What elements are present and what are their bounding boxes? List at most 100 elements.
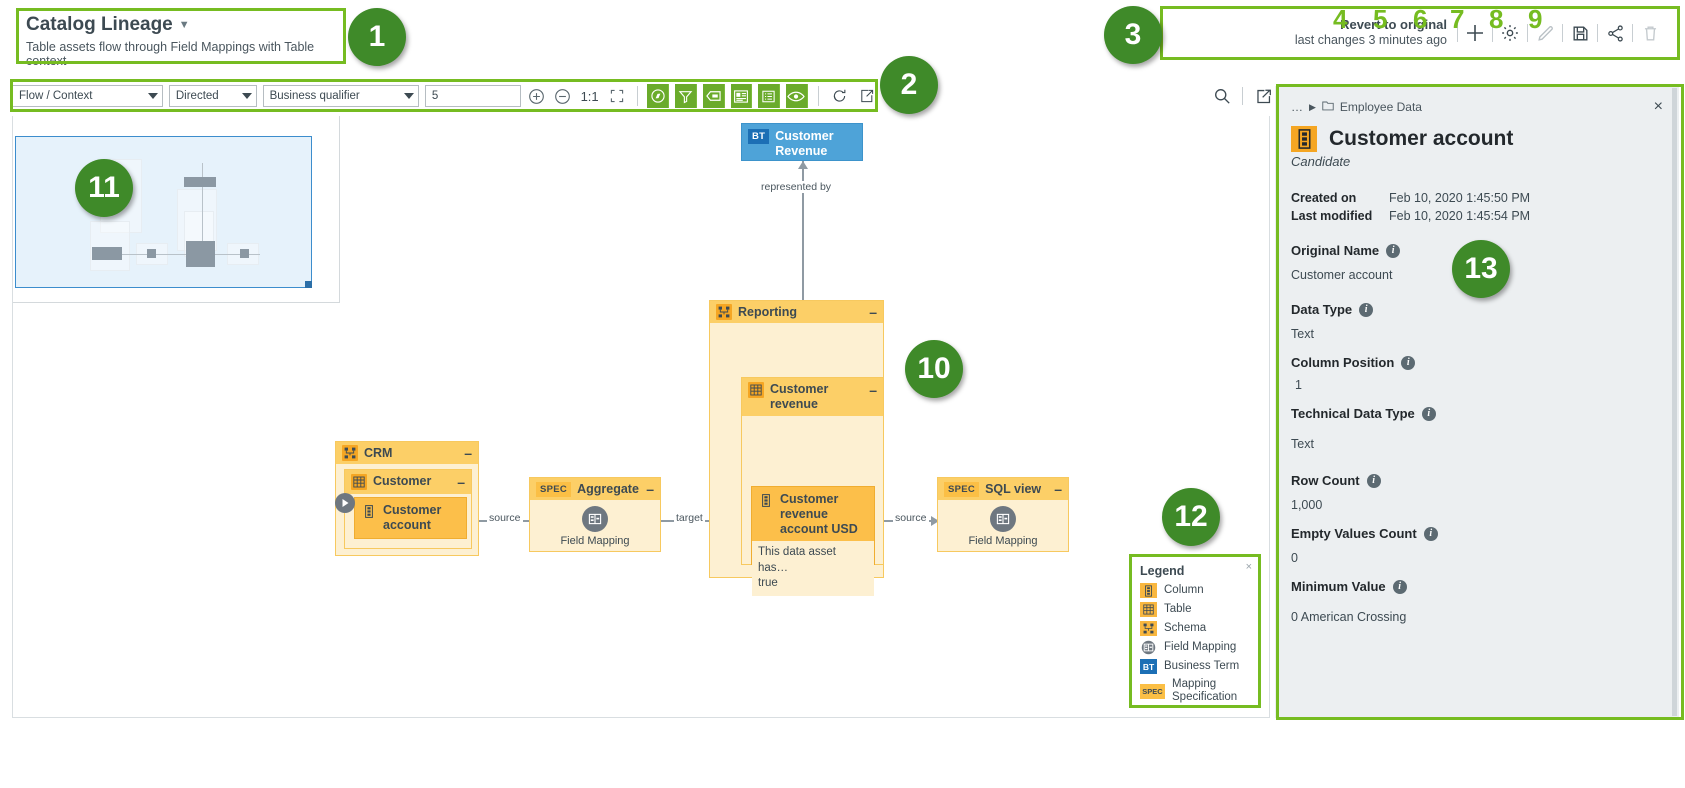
- card-details-toggle[interactable]: [730, 84, 753, 108]
- open-in-new-icon[interactable]: [1251, 84, 1275, 108]
- chevron-down-icon[interactable]: ▼: [178, 19, 190, 31]
- edge-label-source-2: source: [893, 512, 929, 524]
- legend-item-business-term: BT Business Term: [1140, 659, 1250, 674]
- chevron-down-icon: [241, 93, 252, 99]
- edge-arrow-up: [798, 161, 808, 169]
- direction-select[interactable]: Directed: [168, 85, 257, 107]
- edge-label-source-1: source: [487, 512, 523, 524]
- mapping-spec-icon: SPEC: [536, 481, 572, 497]
- collapse-icon[interactable]: –: [869, 304, 877, 320]
- info-icon[interactable]: i: [1359, 302, 1374, 317]
- field-mapping-label: Field Mapping: [560, 535, 630, 547]
- collapse-icon[interactable]: –: [457, 474, 465, 490]
- breadcrumb-label[interactable]: Employee Data: [1339, 100, 1422, 114]
- info-icon[interactable]: i: [1401, 355, 1416, 370]
- page-title-block: Catalog Lineage ▼ Table assets flow thro…: [18, 10, 348, 68]
- graph-toolbar: Flow / Context Directed Business qualifi…: [12, 82, 878, 110]
- breadcrumb[interactable]: … ▶ Employee Data ×: [1275, 86, 1679, 116]
- legend-item-table: Table: [1140, 602, 1250, 617]
- node-header: Customer revenue –: [742, 378, 883, 416]
- zoom-ratio-label[interactable]: 1:1: [580, 88, 599, 104]
- minimap[interactable]: [13, 116, 340, 303]
- callout-11: 11: [75, 159, 133, 217]
- list-toggle[interactable]: [758, 84, 781, 108]
- collapse-icon[interactable]: –: [1054, 481, 1062, 497]
- details-meta: Created on Feb 10, 2020 1:45:50 PM Last …: [1275, 169, 1679, 223]
- details-title: Customer account: [1329, 127, 1514, 150]
- node-label: Customer revenue: [770, 382, 829, 411]
- edit-button[interactable]: [1528, 16, 1562, 50]
- breadcrumb-ellipsis[interactable]: …: [1291, 100, 1303, 114]
- node-table-customer-revenue[interactable]: Customer revenue –: [741, 377, 884, 596]
- info-icon[interactable]: i: [1366, 473, 1381, 488]
- column-icon: [1291, 126, 1317, 152]
- node-spec-aggregate[interactable]: SPEC Aggregate – Field Mapping: [529, 477, 661, 552]
- lineage-canvas[interactable]: 11 BT Customer Revenue represented by: [12, 116, 1270, 718]
- zoom-out-icon[interactable]: [553, 85, 573, 107]
- qualifier-select[interactable]: Business qualifier: [262, 85, 419, 107]
- info-icon[interactable]: i: [1421, 406, 1436, 421]
- node-schema-reporting[interactable]: Reporting – Customer revenue –: [709, 300, 884, 596]
- node-table-customer[interactable]: Customer – Custo: [344, 469, 472, 549]
- field-mapping-icon[interactable]: [990, 506, 1016, 532]
- node-column-customer-account[interactable]: Customer account: [354, 497, 467, 539]
- legend-title: Legend: [1140, 564, 1185, 578]
- node-column-customer-revenue-account-usd[interactable]: Customer revenue account USD This data a…: [751, 486, 875, 596]
- legend-label: Business Term: [1164, 659, 1240, 672]
- action-toolbar: Revert to original last changes 3 minute…: [1177, 8, 1677, 58]
- legend-panel[interactable]: × Legend Column: [1131, 556, 1259, 706]
- business-term-icon: BT: [1140, 659, 1157, 674]
- minimap-viewport[interactable]: [15, 136, 312, 288]
- refresh-icon[interactable]: [829, 84, 851, 108]
- callout-1: 1: [348, 8, 406, 66]
- details-scrollbar[interactable]: [1672, 88, 1677, 716]
- info-icon[interactable]: i: [1386, 243, 1401, 258]
- share-button[interactable]: [1598, 16, 1632, 50]
- minimap-node: [186, 241, 215, 267]
- search-icon[interactable]: [1210, 84, 1234, 108]
- info-icon[interactable]: i: [1392, 579, 1407, 594]
- revert-block[interactable]: Revert to original last changes 3 minute…: [1295, 17, 1447, 49]
- node-label: Reporting: [738, 305, 798, 319]
- fit-to-screen-icon[interactable]: [607, 85, 627, 107]
- legend-label: Table: [1164, 602, 1192, 615]
- mapping-spec-icon: SPEC: [1140, 683, 1165, 699]
- flow-context-select[interactable]: Flow / Context: [12, 85, 163, 107]
- page-subtitle: Table assets flow through Field Mappings…: [26, 40, 315, 68]
- settings-button[interactable]: [1493, 16, 1527, 50]
- filter-toggle[interactable]: [675, 84, 697, 108]
- export-icon[interactable]: [856, 84, 878, 108]
- collapse-icon[interactable]: –: [646, 481, 654, 497]
- tag-toggle[interactable]: [702, 84, 725, 108]
- delete-button[interactable]: [1633, 16, 1667, 50]
- node-spec-sql-view[interactable]: SPEC SQL view – Field Mapping: [937, 477, 1069, 552]
- folder-icon: [1322, 100, 1334, 114]
- expand-left-handle[interactable]: [335, 493, 355, 513]
- breadcrumb-caret-icon[interactable]: ▶: [1309, 101, 1316, 112]
- legend-label: Column: [1164, 583, 1204, 596]
- callout-3: 3: [1104, 6, 1162, 64]
- callout-2: 2: [880, 56, 938, 114]
- node-business-term-customer-revenue[interactable]: BT Customer Revenue: [741, 123, 863, 161]
- compass-toggle[interactable]: [647, 84, 670, 108]
- depth-input[interactable]: [424, 85, 521, 107]
- zoom-in-icon[interactable]: [527, 85, 547, 107]
- collapse-icon[interactable]: –: [464, 445, 472, 461]
- meta-key: Created on: [1291, 191, 1357, 205]
- collapse-icon[interactable]: –: [869, 382, 877, 398]
- node-schema-crm[interactable]: CRM – Customer –: [335, 441, 479, 556]
- add-button[interactable]: [1458, 16, 1492, 50]
- minimap-edge: [202, 163, 203, 255]
- field-mapping-icon[interactable]: [582, 506, 608, 532]
- info-icon[interactable]: i: [1423, 526, 1438, 541]
- visibility-toggle[interactable]: [786, 84, 808, 108]
- legend-close-icon[interactable]: ×: [1245, 561, 1252, 573]
- minimap-resize-handle[interactable]: [305, 281, 312, 288]
- close-icon[interactable]: ×: [1653, 98, 1663, 115]
- save-button[interactable]: [1563, 16, 1597, 50]
- meta-key: Last modified: [1291, 209, 1373, 223]
- details-panel[interactable]: … ▶ Employee Data × Customer account: [1275, 86, 1679, 718]
- node-label: Aggregate: [577, 482, 639, 496]
